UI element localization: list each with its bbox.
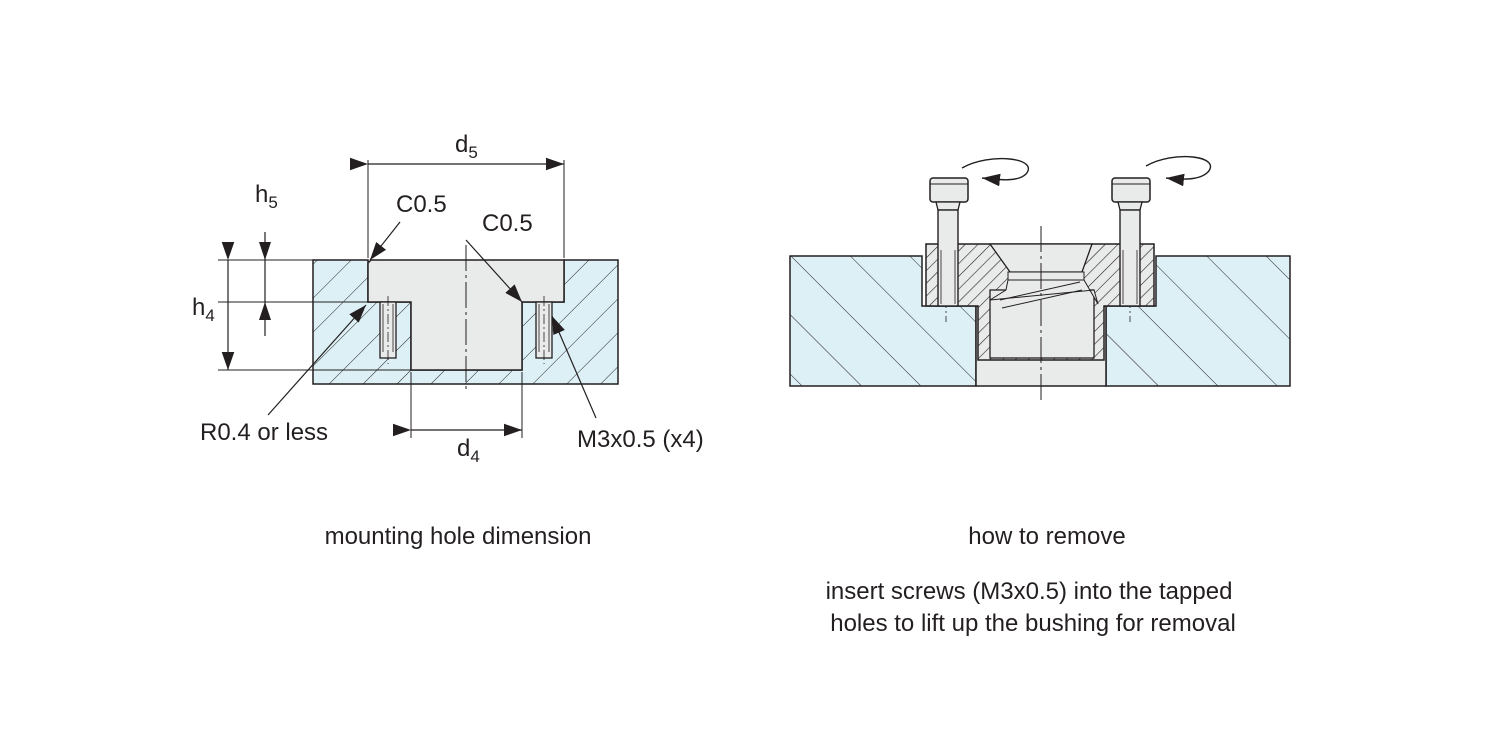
h5-label: h — [255, 181, 268, 208]
d5-subscript: 5 — [468, 143, 477, 162]
right-caption: how to remove — [968, 523, 1125, 550]
d5-label: d — [455, 131, 468, 158]
h4-label: h — [192, 294, 205, 321]
mounting-hole-view: d5 h5 h4 d4 C0.5 C0.5 R0.4 or less M3x0.… — [192, 131, 704, 550]
rotation-arrow-right — [1145, 155, 1212, 187]
svg-text:d5: d5 — [455, 131, 478, 162]
svg-text:h4: h4 — [192, 294, 215, 325]
chamfer-right-label: C0.5 — [482, 210, 533, 237]
svg-text:h5: h5 — [255, 181, 278, 212]
removal-note-line1: insert screws (M3x0.5) into the tapped — [826, 578, 1233, 605]
h5-arrow-top — [259, 242, 271, 260]
h5-subscript: 5 — [268, 193, 277, 212]
radius-note: R0.4 or less — [200, 419, 328, 446]
screw-left — [929, 177, 969, 307]
left-caption: mounting hole dimension — [325, 523, 592, 550]
thread-note: M3x0.5 (x4) — [577, 426, 704, 453]
h5-arrow-bottom — [259, 302, 271, 320]
leader-chamfer-left — [369, 221, 401, 261]
screw-right — [1111, 177, 1151, 307]
removal-view: how to remove insert screws (M3x0.5) int… — [789, 155, 1291, 637]
leader-thread — [551, 315, 597, 419]
rotation-arrow-left — [961, 157, 1029, 187]
leader-chamfer-right — [465, 239, 523, 303]
chamfer-left-label: C0.5 — [396, 191, 447, 218]
leader-radius — [267, 304, 367, 416]
d4-label: d — [457, 435, 470, 462]
d4-subscript: 4 — [470, 447, 479, 466]
removal-note-line2: holes to lift up the bushing for removal — [830, 610, 1236, 637]
svg-text:d4: d4 — [457, 435, 480, 466]
h4-subscript: 4 — [205, 306, 214, 325]
